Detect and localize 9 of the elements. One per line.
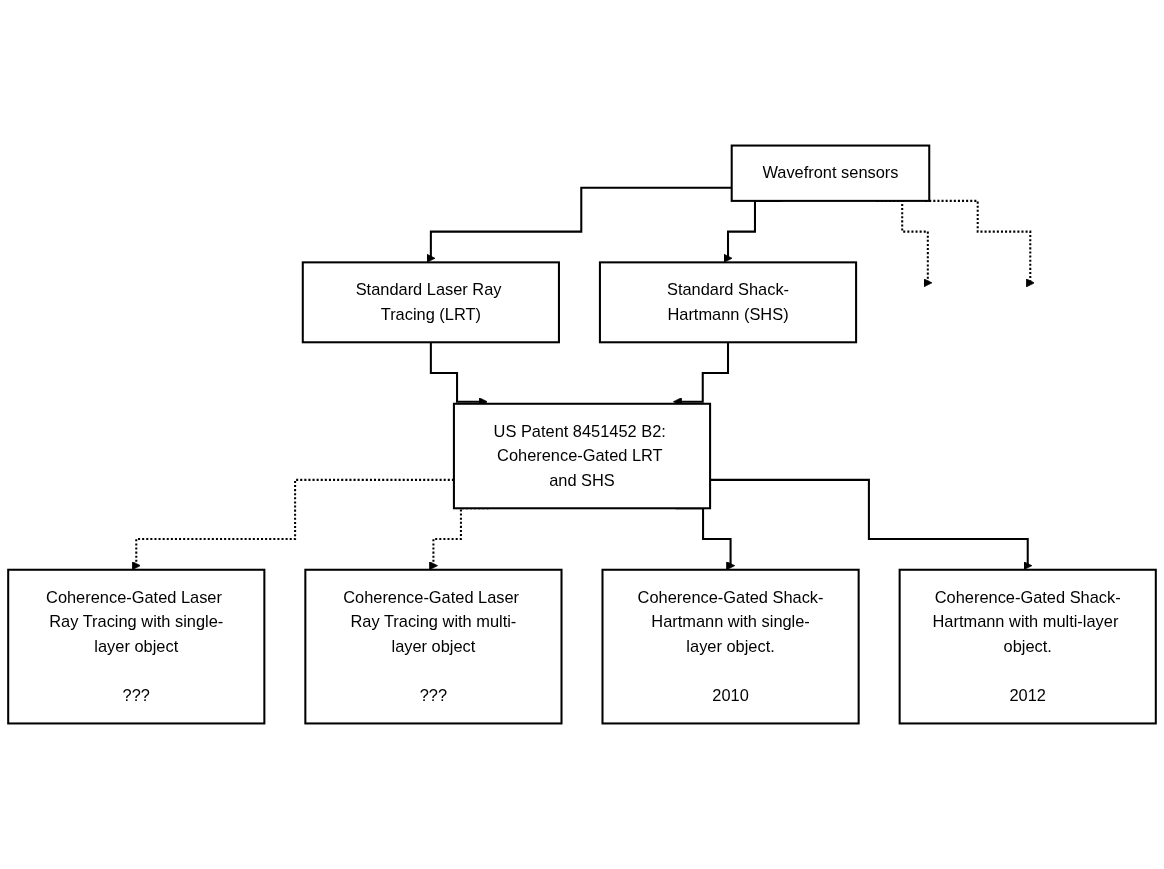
node-box: Coherence-Gated Laser Ray Tracing with multi-layer object ??? [304, 568, 563, 725]
node-box: Coherence-Gated Laser Ray Tracing with single-layer object ??? [7, 568, 266, 725]
node-box: Standard Laser Ray Tracing (LRT) [301, 261, 560, 344]
arrow [426, 186, 732, 263]
node-box: Coherence-Gated Shack-Hartmann with single-layer object. 2010 [601, 568, 860, 725]
node-box: US Patent 8451452 B2: Coherence-Gated LRT and SHS [452, 402, 712, 510]
node-box: Wavefront sensors [730, 144, 931, 202]
node-box: Standard Shack-Hartmann (SHS) [598, 261, 858, 344]
node-box: Coherence-Gated Shack-Hartmann with multi-layer object. 2012 [898, 568, 1157, 725]
